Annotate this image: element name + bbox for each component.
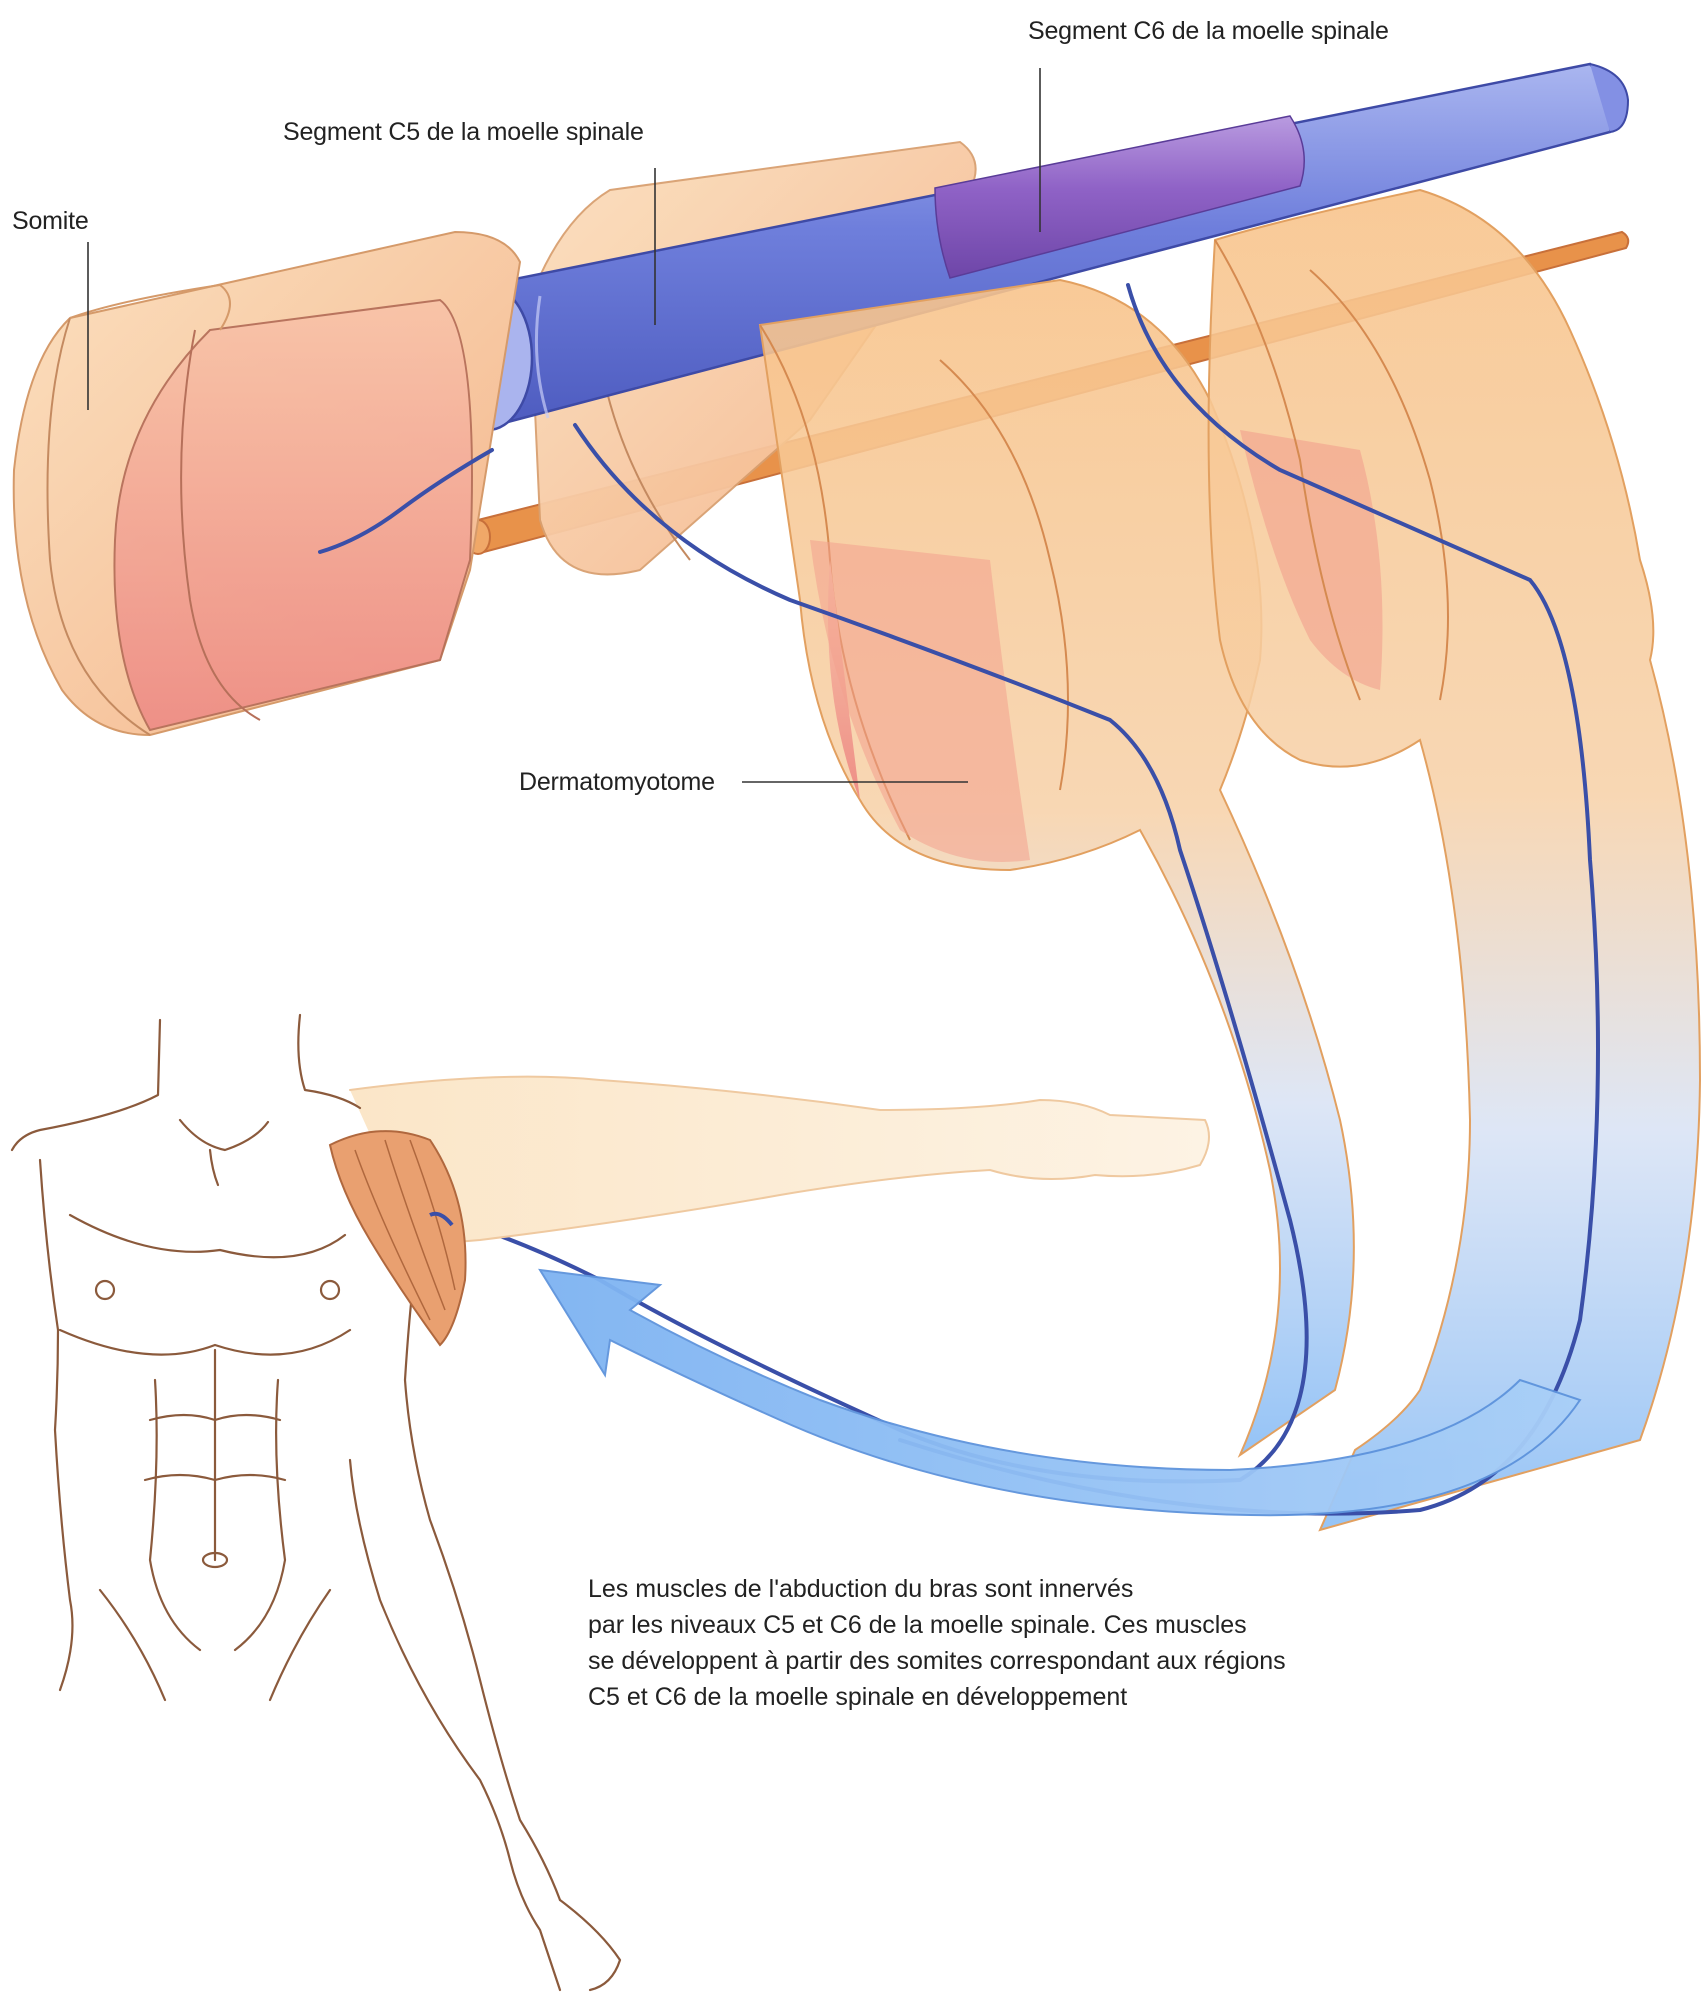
label-segment-c5: Segment C5 de la moelle spinale xyxy=(283,118,644,147)
caption-line: Les muscles de l'abduction du bras sont … xyxy=(588,1571,1286,1607)
nipple-left xyxy=(96,1281,114,1299)
label-dermatomyotome: Dermatomyotome xyxy=(519,768,715,797)
caption-line: C5 et C6 de la moelle spinale en dévelop… xyxy=(588,1679,1286,1715)
nipple-right xyxy=(321,1281,339,1299)
label-segment-c6: Segment C6 de la moelle spinale xyxy=(1028,17,1389,46)
caption-line: par les niveaux C5 et C6 de la moelle sp… xyxy=(588,1607,1286,1643)
label-somite: Somite xyxy=(12,207,89,236)
arm-abducted xyxy=(350,1077,1209,1245)
caption-line: se développent à partir des somites corr… xyxy=(588,1643,1286,1679)
somite-left xyxy=(14,232,520,735)
caption: Les muscles de l'abduction du bras sont … xyxy=(588,1571,1286,1715)
human-figure xyxy=(12,1015,1209,1990)
hand-down xyxy=(510,1860,620,1990)
